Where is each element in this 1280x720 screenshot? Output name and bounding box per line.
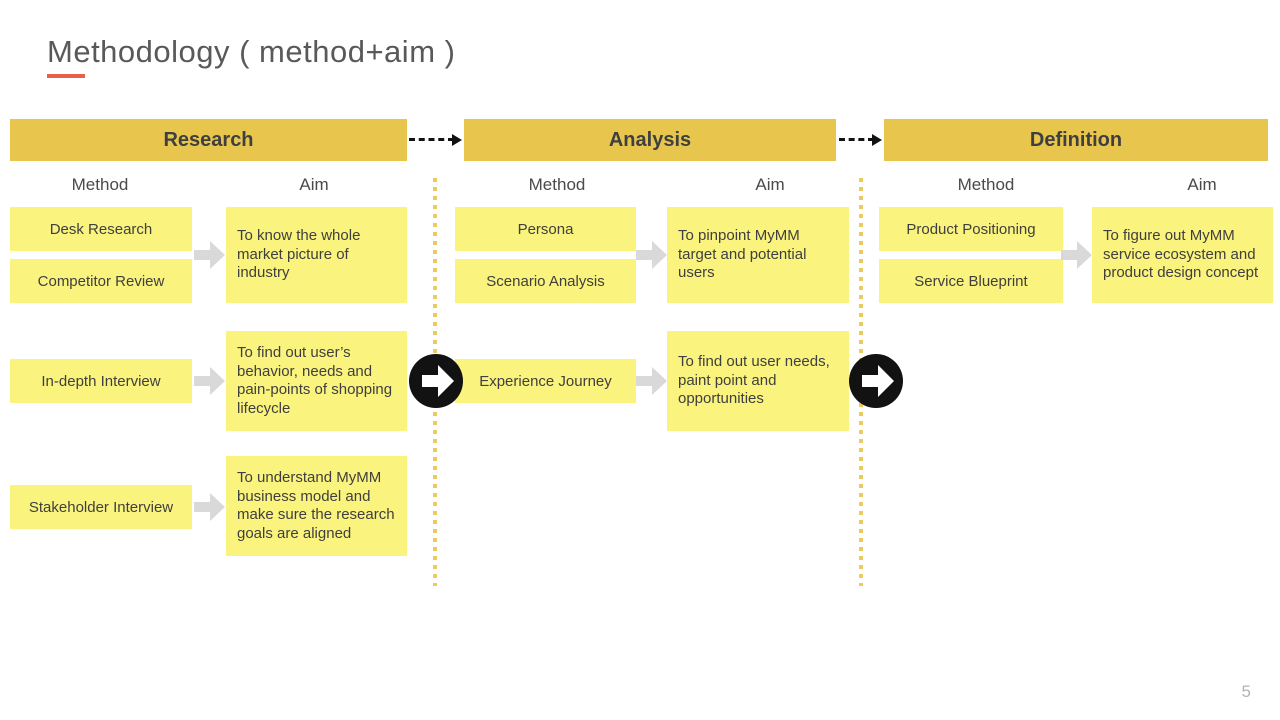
phase-bar-definition: Definition bbox=[884, 119, 1268, 161]
method-box-scenario-analysis: Scenario Analysis bbox=[455, 259, 636, 303]
column-label-analysis-aim: Aim bbox=[755, 175, 785, 194]
column-label-definition-aim: Aim bbox=[1187, 175, 1217, 194]
method-aim-arrow-icon bbox=[636, 241, 667, 269]
column-label-definition-method: Method bbox=[957, 175, 1015, 194]
column-label-research-method: Method bbox=[71, 175, 129, 194]
method-box-stakeholder-interview: Stakeholder Interview bbox=[10, 485, 192, 529]
phase-connector-icon-2 bbox=[849, 354, 903, 408]
phase-bar-research: Research bbox=[10, 119, 407, 161]
dashed-line bbox=[409, 138, 454, 141]
method-aim-arrow-icon bbox=[194, 493, 225, 521]
phase-bar-analysis: Analysis bbox=[464, 119, 836, 161]
aim-box-research-1: To know the whole market picture of indu… bbox=[226, 207, 407, 303]
aim-box-definition-1: To figure out MyMM service ecosystem and… bbox=[1092, 207, 1273, 303]
method-box-desk-research: Desk Research bbox=[10, 207, 192, 251]
column-label-research-aim: Aim bbox=[299, 175, 329, 194]
aim-box-research-3: To understand MyMM business model and ma… bbox=[226, 456, 407, 556]
method-aim-arrow-icon bbox=[636, 367, 667, 395]
phase-connector-icon-1 bbox=[409, 354, 463, 408]
method-box-product-positioning: Product Positioning bbox=[879, 207, 1063, 251]
arrowhead-icon bbox=[872, 134, 882, 146]
method-box-in-depth-interview: In-depth Interview bbox=[10, 359, 192, 403]
method-aim-arrow-icon bbox=[1061, 241, 1092, 269]
phase-flow-arrow-1 bbox=[409, 133, 462, 147]
arrowhead-icon bbox=[452, 134, 462, 146]
column-label-analysis-method: Method bbox=[528, 175, 586, 194]
aim-box-analysis-2: To find out user needs, paint point and … bbox=[667, 331, 849, 431]
method-aim-arrow-icon bbox=[194, 367, 225, 395]
title-underline bbox=[47, 74, 85, 78]
method-box-experience-journey: Experience Journey bbox=[455, 359, 636, 403]
dashed-line bbox=[839, 138, 874, 141]
page-title: Methodology ( method+aim ) bbox=[47, 34, 456, 69]
aim-box-analysis-1: To pinpoint MyMM target and potential us… bbox=[667, 207, 849, 303]
method-box-service-blueprint: Service Blueprint bbox=[879, 259, 1063, 303]
phase-flow-arrow-2 bbox=[839, 133, 882, 147]
page-number: 5 bbox=[1241, 682, 1251, 701]
method-aim-arrow-icon bbox=[194, 241, 225, 269]
method-box-competitor-review: Competitor Review bbox=[10, 259, 192, 303]
aim-box-research-2: To find out user’s behavior, needs and p… bbox=[226, 331, 407, 431]
method-box-persona: Persona bbox=[455, 207, 636, 251]
